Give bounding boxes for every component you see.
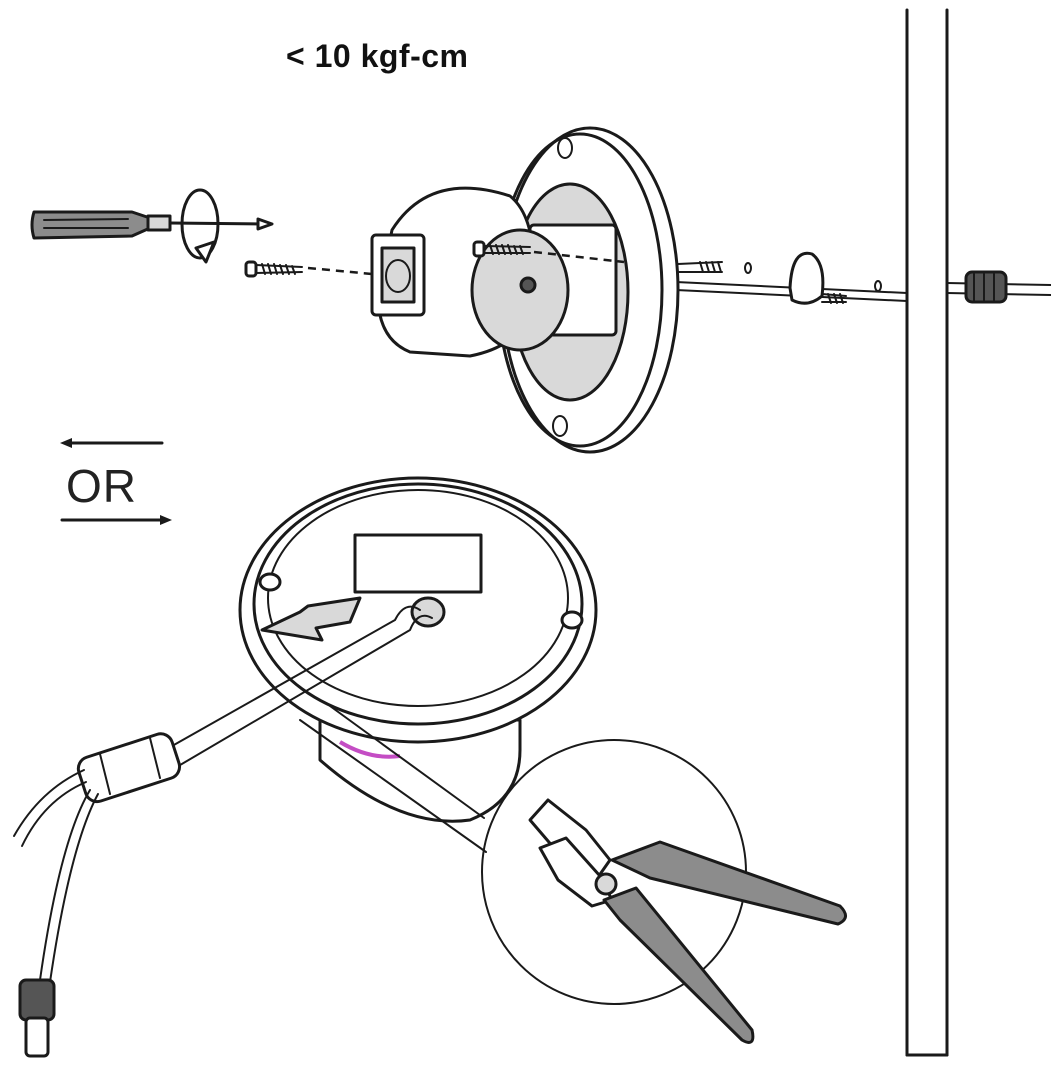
wall-cable bbox=[675, 270, 1051, 304]
or-label: OR bbox=[66, 460, 137, 512]
connector-icon bbox=[18, 978, 56, 1022]
bottom-cable bbox=[13, 605, 433, 1058]
dome-base bbox=[238, 476, 598, 823]
rotation-arrow-icon bbox=[180, 188, 220, 264]
magnifier-circle bbox=[299, 705, 747, 1005]
camera-body bbox=[370, 186, 570, 358]
wire-cutter-icon bbox=[528, 798, 847, 1044]
torque-label: < 10 kgf-cm bbox=[286, 38, 469, 74]
wall-anchor-icon bbox=[677, 251, 882, 305]
screw-icon bbox=[244, 260, 303, 278]
arrow-left-icon bbox=[60, 438, 164, 448]
connector-icon bbox=[964, 270, 1008, 304]
second-screw bbox=[472, 240, 531, 258]
screwdriver-icon bbox=[30, 210, 274, 240]
cable-exit-arrow bbox=[260, 596, 362, 642]
wall-panel bbox=[905, 8, 949, 1057]
arrow-right-icon bbox=[60, 515, 172, 525]
